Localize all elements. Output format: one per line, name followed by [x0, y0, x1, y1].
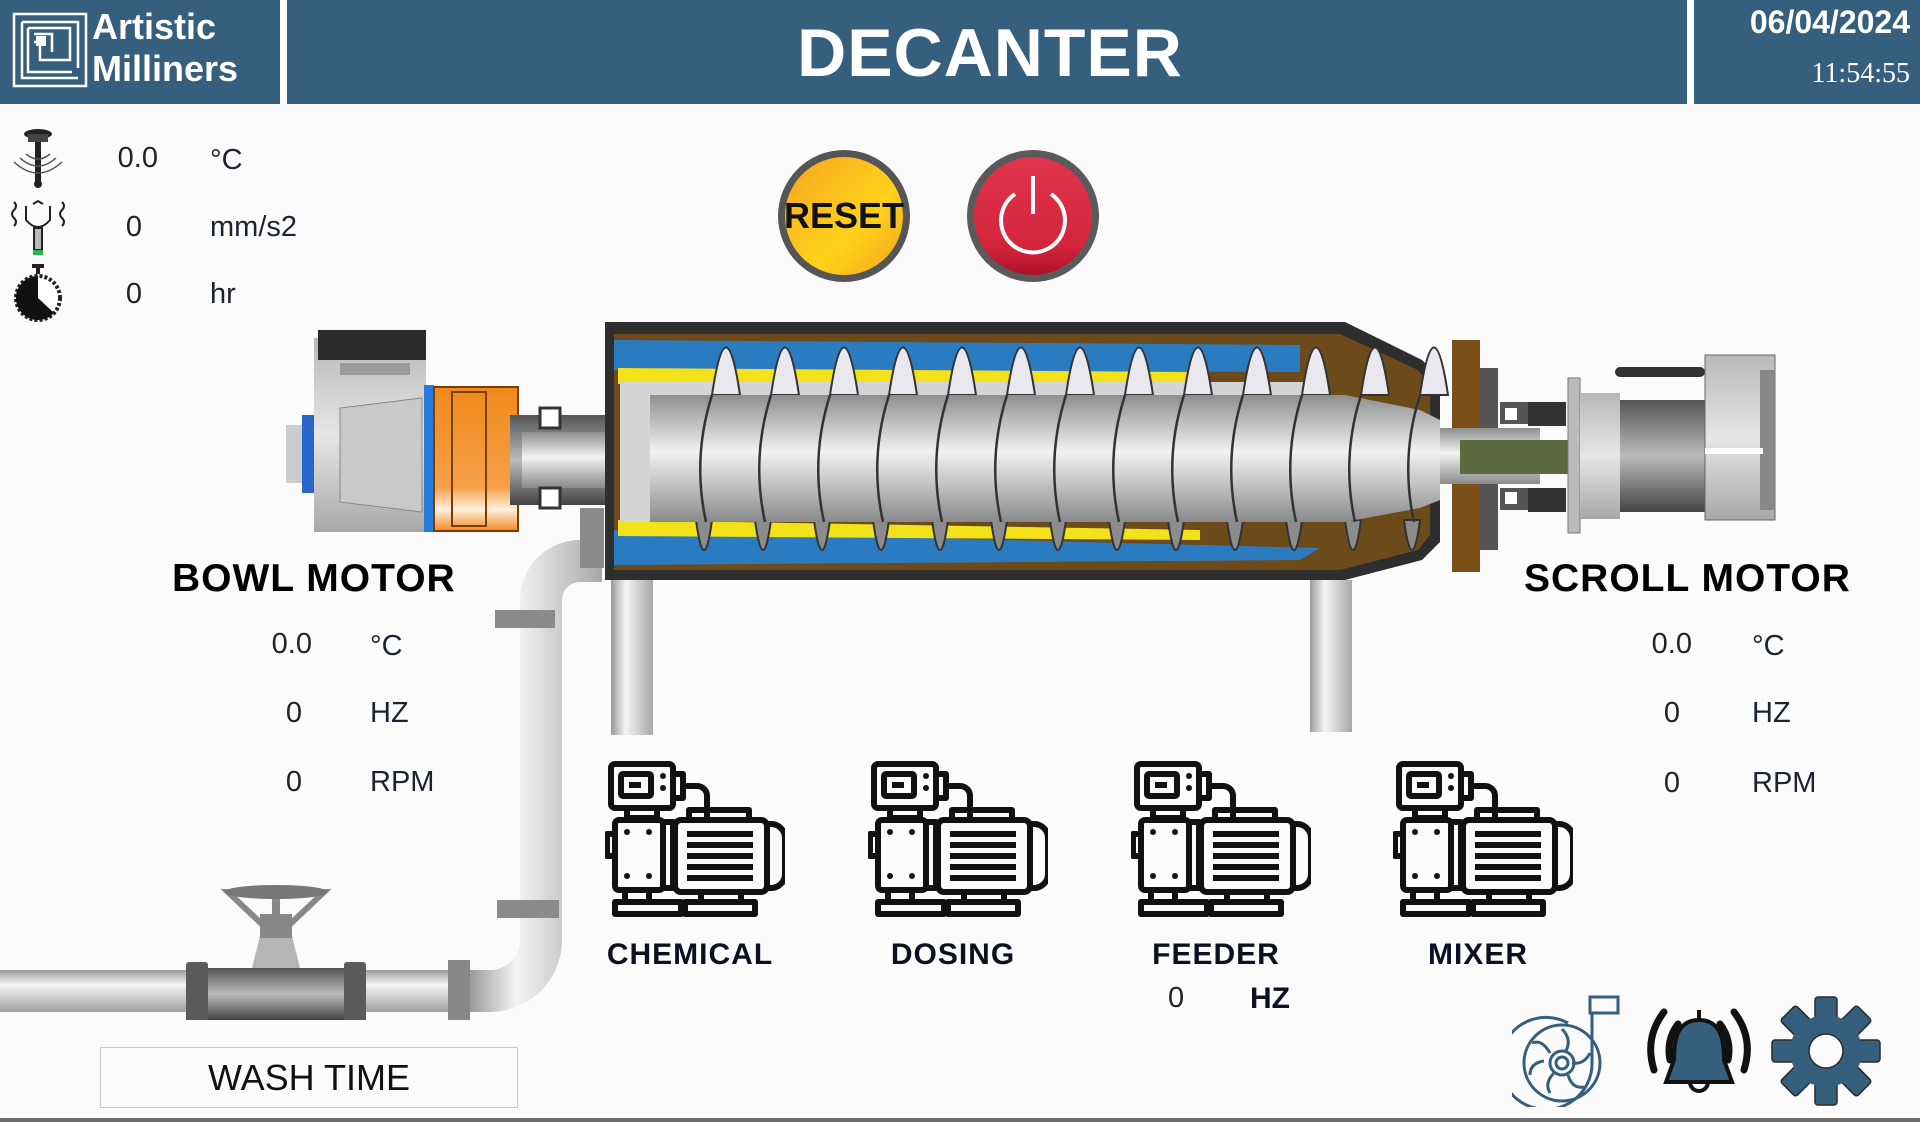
screw-flight-edge	[993, 394, 1009, 523]
pump-icon	[867, 760, 1051, 925]
mixer-pump-button[interactable]	[1392, 760, 1576, 925]
temperature-unit: °C	[210, 144, 243, 176]
reset-label: RESET	[784, 195, 904, 236]
bowl-motor-temperature-unit: °C	[370, 630, 403, 662]
scroll-motor-graphic	[1567, 354, 1776, 534]
scroll-motor-title: SCROLL MOTOR	[1524, 557, 1851, 600]
logo-line-2: Milliners	[92, 48, 239, 89]
current-date: 06/04/2024	[1749, 4, 1910, 40]
screw-flight	[1064, 346, 1096, 396]
screw-flight	[769, 346, 801, 396]
scroll-motor-frequency-value: 0	[1663, 697, 1680, 729]
company-name: Artistic Milliners	[92, 6, 238, 90]
screw-flight-edge	[757, 394, 773, 523]
temperature-sensor-icon	[8, 126, 68, 190]
screw-flight-edge	[1052, 394, 1068, 523]
feeder-frequency-unit: HZ	[1250, 982, 1290, 1015]
header-divider	[280, 0, 287, 104]
bowl-motor-title: BOWL MOTOR	[172, 557, 456, 600]
screw-flight	[828, 346, 860, 396]
vibration-value: 0	[125, 211, 142, 243]
screw-flight-edge	[1111, 394, 1127, 523]
screw-flight	[1359, 346, 1391, 396]
runtime-unit: hr	[210, 278, 236, 310]
scroll-motor-speed-unit: RPM	[1752, 767, 1817, 799]
wash-valve	[186, 885, 366, 1020]
screw-flight	[1241, 346, 1273, 396]
scroll-drive	[1440, 340, 1580, 572]
bowl-motor-graphic	[286, 330, 519, 532]
screw-flight-edge	[816, 394, 832, 523]
feeder-pump-button[interactable]	[1130, 760, 1314, 925]
decanter-diagram	[0, 322, 1776, 1020]
screw-flight	[887, 346, 919, 396]
screw-flight-edge	[698, 394, 714, 523]
runtime-value: 0	[125, 278, 142, 310]
footer-divider	[0, 1118, 1920, 1122]
alarm-bell-icon[interactable]	[1640, 998, 1758, 1102]
screw-flight-edge	[1347, 394, 1363, 523]
screw-flight-edge	[934, 394, 950, 523]
page-title: DECANTER	[797, 15, 1183, 91]
screw-flight	[1005, 346, 1037, 396]
screw-flight-edge	[1288, 394, 1304, 523]
screw-flight-edge	[875, 394, 891, 523]
vibration-sensor-icon	[8, 198, 68, 260]
screw-flight-edge	[1229, 394, 1245, 523]
power-button[interactable]	[963, 146, 1103, 286]
screw-flight	[946, 346, 978, 396]
feed-pipe	[0, 508, 604, 1020]
vibration-unit: mm/s2	[210, 211, 297, 243]
screw-flight	[1123, 346, 1155, 396]
temperature-value: 0.0	[117, 142, 158, 174]
reset-button[interactable]: RESET	[774, 146, 914, 286]
screw-flight	[1418, 346, 1450, 396]
bowl-motor-speed-value: 0	[285, 766, 302, 798]
pump-icon	[604, 760, 788, 925]
header-divider	[1687, 0, 1694, 104]
bowl-motor-speed-unit: RPM	[370, 766, 435, 798]
chemical-pump-button[interactable]	[604, 760, 788, 925]
screw-flight	[1182, 346, 1214, 396]
centrifugal-pump-icon[interactable]	[1498, 995, 1624, 1111]
logo-line-1: Artistic	[92, 6, 217, 47]
feeder-frequency-value: 0	[1168, 982, 1185, 1014]
scroll-motor-temperature-value: 0.0	[1651, 628, 1692, 660]
pump-icon	[1392, 760, 1576, 925]
decanter-bowl	[605, 322, 1450, 580]
company-logo-icon	[12, 12, 88, 88]
scroll-motor-speed-value: 0	[1663, 767, 1680, 799]
feeder-pump-label: FEEDER	[1152, 938, 1280, 971]
screw-flight	[710, 346, 742, 396]
mixer-pump-label: MIXER	[1427, 938, 1528, 971]
bowl-motor-frequency-unit: HZ	[370, 697, 409, 729]
scroll-motor-temperature-unit: °C	[1752, 630, 1785, 662]
stopwatch-icon	[12, 262, 64, 324]
support-leg	[1310, 580, 1352, 732]
dosing-pump-label: DOSING	[890, 938, 1016, 971]
screw-flight	[1402, 519, 1422, 551]
header-bar: Artistic Milliners DECANTER 06/04/2024 1…	[0, 0, 1920, 104]
screw-flight	[1343, 519, 1363, 551]
settings-gear-icon[interactable]	[1770, 995, 1882, 1107]
support-leg	[611, 580, 653, 735]
current-time: 11:54:55	[1811, 58, 1910, 89]
dosing-pump-button[interactable]	[867, 760, 1051, 925]
power-icon	[999, 176, 1067, 255]
scroll-motor-frequency-unit: HZ	[1752, 697, 1791, 729]
wash-time-button[interactable]: WASH TIME	[100, 1047, 518, 1108]
bowl-motor-frequency-value: 0	[285, 697, 302, 729]
pump-icon	[1130, 760, 1314, 925]
screw-flight-edge	[1170, 394, 1186, 523]
screw-flight	[1300, 346, 1332, 396]
bowl-motor-temperature-value: 0.0	[271, 628, 312, 660]
chemical-pump-label: CHEMICAL	[606, 938, 774, 971]
screw-flight-edge	[1406, 394, 1422, 523]
